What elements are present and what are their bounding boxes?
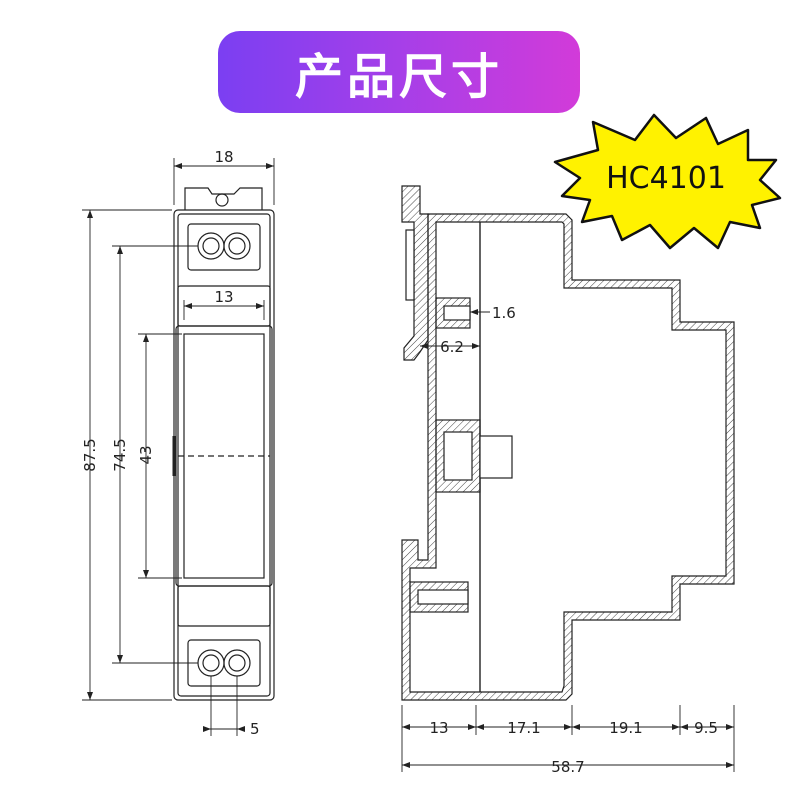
dim-side-seg-1: 13 [429,719,448,737]
page-title: 产品尺寸 [294,49,503,105]
side-center-connector-inner [443,431,473,481]
front-top-terminal-block [187,223,261,271]
side-lower-clip-inner [417,589,469,605]
dim-front-width: 18 [214,148,233,166]
dim-side-seg-2: 17.1 [507,719,540,737]
side-view [401,185,735,701]
dim-side-seg-4: 9.5 [694,719,718,737]
front-body-inner [177,213,271,697]
front-top-screw-left [197,232,225,260]
dim-front-window-width: 13 [214,288,233,306]
badge-burst-shape [553,113,782,250]
dim-side-total-depth: 58.7 [551,758,584,776]
front-lower-panel [177,585,271,627]
side-dimension-arrows [402,309,734,768]
side-clip-tab-inner [443,305,471,321]
side-housing-shell [401,213,735,701]
front-bottom-screw-left-inner [202,654,220,672]
front-top-screw-right-inner [228,237,246,255]
front-dimensions [82,158,275,736]
model-label: HC4101 [606,161,726,196]
front-view [172,187,275,701]
dim-front-mount-height: 74.5 [111,438,129,471]
side-clip-slot [405,229,415,301]
front-bottom-screw-right-inner [228,654,246,672]
dim-front-window-height: 43 [137,445,155,464]
dim-side-clip-gap: 6.2 [440,338,464,356]
model-badge: HC4101 [553,113,782,250]
front-dimension-arrows [87,163,274,732]
side-din-clip-top [401,185,429,361]
front-top-tab [184,187,263,210]
dim-side-clip-thickness: 1.6 [492,304,516,322]
dim-front-total-height: 87.5 [81,438,99,471]
dim-front-hole-spacing: 5 [250,720,260,738]
side-center-protrusion [479,435,513,479]
side-dimensions [401,311,735,772]
title-banner: 产品尺寸 [218,31,580,113]
front-top-screw-right [223,232,251,260]
dim-side-seg-3: 19.1 [609,719,642,737]
front-bottom-screw-left [197,649,225,677]
front-bottom-screw-right [223,649,251,677]
front-top-tab-hole [215,193,229,207]
front-top-screw-left-inner [202,237,220,255]
